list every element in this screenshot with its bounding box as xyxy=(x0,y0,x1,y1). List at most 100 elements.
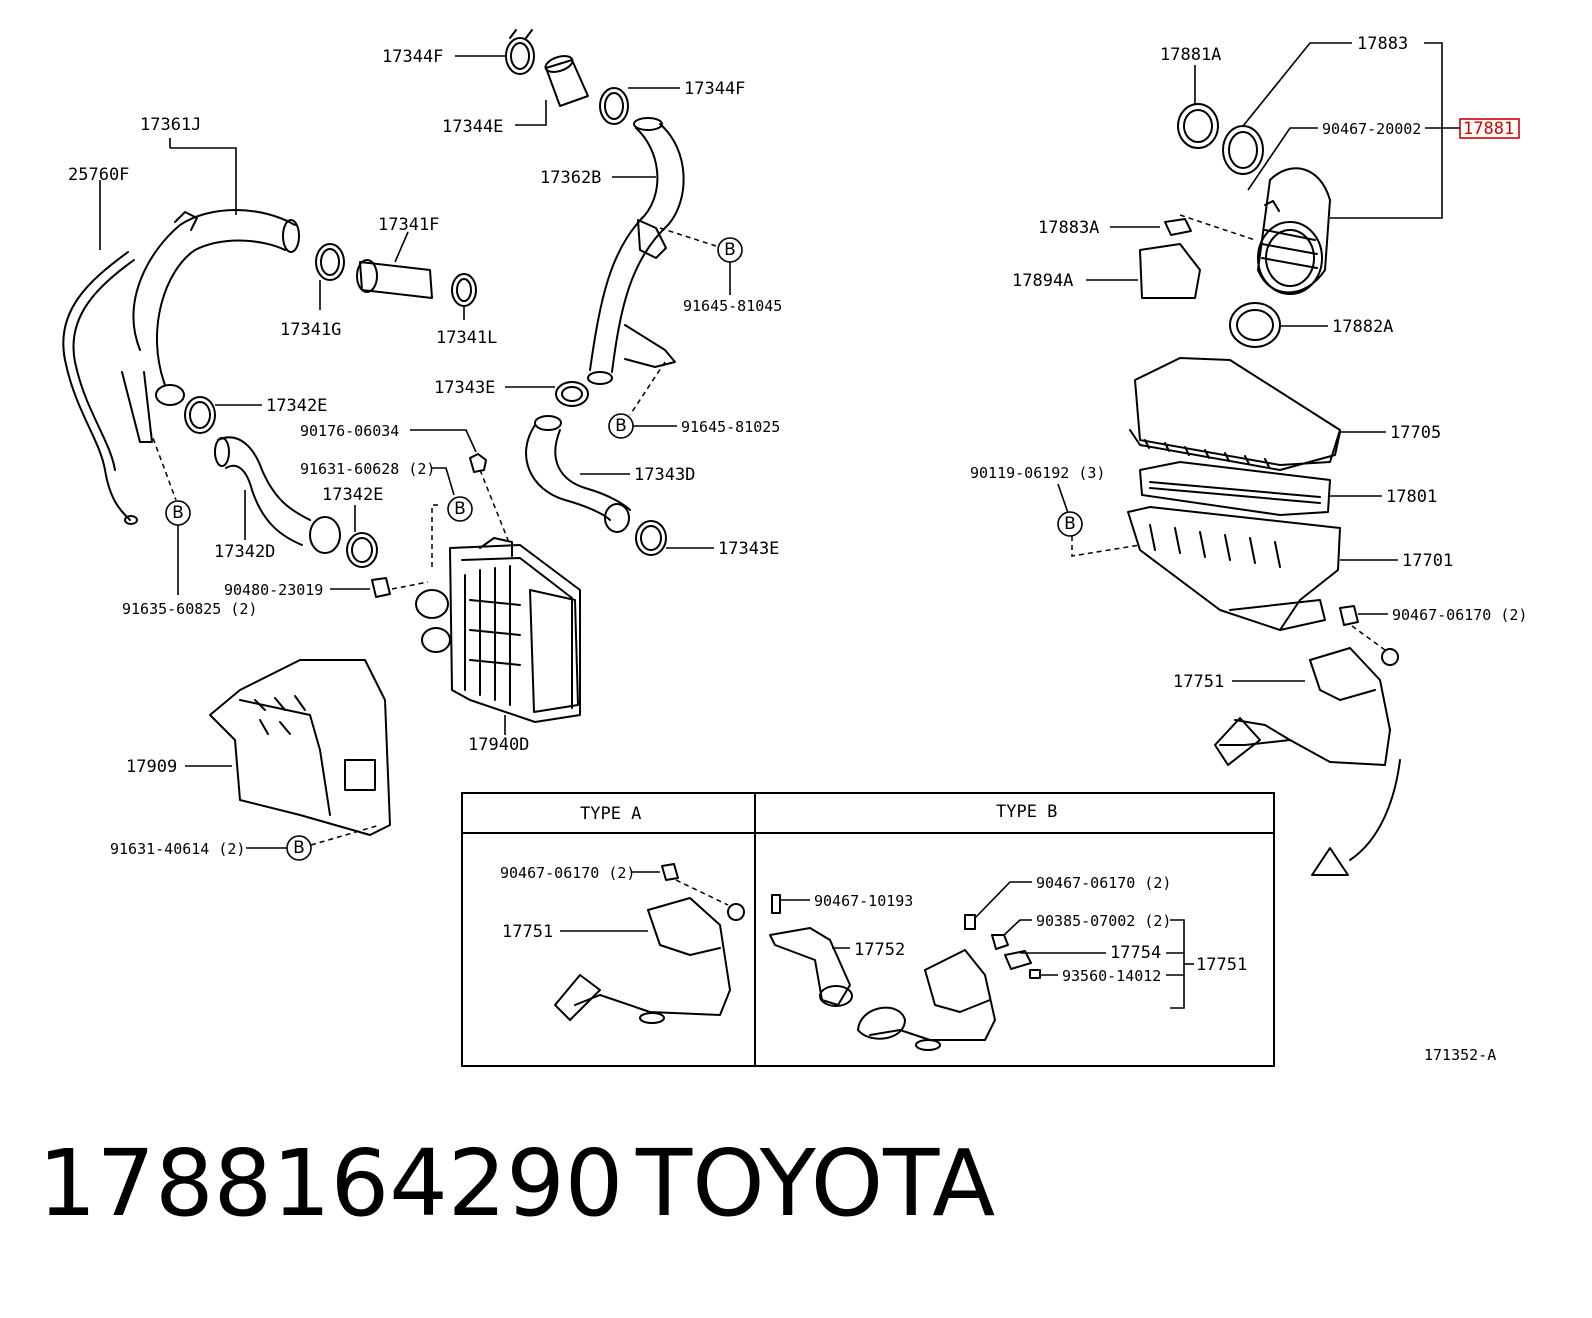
clamp-17341L xyxy=(451,273,477,307)
label-17909: 17909 xyxy=(126,757,177,777)
type-b-label-17752: 17752 xyxy=(854,940,905,960)
label-17344E: 17344E xyxy=(442,117,503,137)
highlight-box-17881 xyxy=(1459,118,1520,139)
type-a-label-90467-06170: 90467-06170 (2) xyxy=(500,864,635,882)
label-91631-60628: 91631-60628 (2) xyxy=(300,460,435,478)
label-90467-06170: 90467-06170 (2) xyxy=(1392,606,1527,624)
clamp-17883A xyxy=(1164,218,1192,236)
air-duct-17909 xyxy=(209,659,391,836)
ref-marker-b-3: B xyxy=(454,499,466,519)
label-17801: 17801 xyxy=(1386,487,1437,507)
label-91635-60825: 91635-60825 (2) xyxy=(122,600,257,618)
clamp-17342E-upper xyxy=(184,396,216,434)
label-17883: 17883 xyxy=(1357,34,1408,54)
air-filter-17801 xyxy=(1139,461,1331,516)
label-17881: 17881 xyxy=(1463,119,1514,139)
label-17341L: 17341L xyxy=(436,328,497,348)
air-cleaner-case-17701 xyxy=(1127,506,1341,631)
label-17940D: 17940D xyxy=(468,735,529,755)
type-b-screw xyxy=(771,894,781,914)
footer-brand-name: TOYOTA xyxy=(636,1130,996,1237)
label-17344F-b: 17344F xyxy=(684,79,745,99)
arrow-to-type-box xyxy=(1349,759,1401,861)
ref-marker-b-1: B xyxy=(724,240,736,260)
ref-marker-b-2: B xyxy=(615,416,627,436)
label-17701: 17701 xyxy=(1402,551,1453,571)
label-90467-20002: 90467-20002 xyxy=(1322,120,1421,138)
label-25760F: 25760F xyxy=(68,165,129,185)
ref-marker-b-6: B xyxy=(1064,514,1076,534)
type-b-bolt xyxy=(964,914,976,930)
label-17342E-b: 17342E xyxy=(322,485,383,505)
clamp-17882A xyxy=(1229,302,1281,348)
exploded-parts-diagram: 17344F 17344E 17344F 17361J 25760F xyxy=(62,29,1527,1067)
air-cleaner-cap-17705 xyxy=(1129,357,1341,471)
type-b-label-17754: 17754 xyxy=(1110,943,1161,963)
label-17341G: 17341G xyxy=(280,320,341,340)
hose-17362B xyxy=(587,117,685,385)
label-17751: 17751 xyxy=(1173,672,1224,692)
label-17881A: 17881A xyxy=(1160,45,1221,65)
label-17343E-a: 17343E xyxy=(434,378,495,398)
label-17342E-a: 17342E xyxy=(266,396,327,416)
label-91645-81045: 91645-81045 xyxy=(683,297,782,315)
air-duct-17751 xyxy=(1214,647,1399,766)
pipe-17341F xyxy=(356,259,433,299)
type-b-header: TYPE B xyxy=(996,802,1057,822)
type-a-label-17751: 17751 xyxy=(502,922,553,942)
label-17343E-b: 17343E xyxy=(718,539,779,559)
label-91631-40614: 91631-40614 (2) xyxy=(110,840,245,858)
clamp-17342E-lower xyxy=(346,532,378,568)
type-b-nut xyxy=(991,934,1009,950)
fastener-90176-06034 xyxy=(469,453,487,473)
label-17361J: 17361J xyxy=(140,115,201,135)
label-90176-06034: 90176-06034 xyxy=(300,422,399,440)
ref-marker-b-4: B xyxy=(172,503,184,523)
label-17344F-a: 17344F xyxy=(382,47,443,67)
fastener-90480-23019 xyxy=(371,577,391,598)
footer-part-number: 1788164290 xyxy=(38,1130,624,1237)
type-b-label-90385-07002: 90385-07002 (2) xyxy=(1036,912,1171,930)
label-17342D: 17342D xyxy=(214,542,275,562)
label-17883A: 17883A xyxy=(1038,218,1099,238)
type-a-air-duct xyxy=(554,897,745,1024)
type-comparison-table xyxy=(461,792,1275,1067)
hose-17342D xyxy=(214,436,341,554)
clamp-17881A xyxy=(1177,103,1219,149)
clamp-17343E-lower xyxy=(635,520,667,556)
type-a-header: TYPE A xyxy=(580,804,641,824)
hose-25760F xyxy=(62,251,138,525)
label-17705: 17705 xyxy=(1390,423,1441,443)
hose-17344E xyxy=(544,55,589,107)
label-90480-23019: 90480-23019 xyxy=(224,581,323,599)
label-17343D: 17343D xyxy=(634,465,695,485)
label-90119-06192: 90119-06192 (3) xyxy=(970,464,1105,482)
type-b-label-90467-10193: 90467-10193 xyxy=(814,892,913,910)
clamp-17883 xyxy=(1222,125,1264,175)
bolt-90467-06170 xyxy=(1339,605,1359,626)
type-b-label-90467-06170: 90467-06170 (2) xyxy=(1036,874,1171,892)
diagram-ref-171352-A: 171352-A xyxy=(1424,1046,1496,1064)
label-17894A: 17894A xyxy=(1012,271,1073,291)
label-17362B: 17362B xyxy=(540,168,601,188)
type-b-clip xyxy=(1029,969,1041,979)
hose-17361J xyxy=(121,209,300,443)
type-b-bracket xyxy=(1004,950,1032,970)
type-b-part-17752 xyxy=(769,927,853,1007)
label-91645-81025: 91645-81025 xyxy=(681,418,780,436)
type-b-label-93560-14012: 93560-14012 xyxy=(1062,967,1161,985)
cap-17894A xyxy=(1139,243,1201,299)
clamp-17344F-right xyxy=(599,87,629,125)
label-17341F: 17341F xyxy=(378,215,439,235)
ref-marker-b-5: B xyxy=(293,838,305,858)
clamp-17344F-top xyxy=(505,29,535,75)
type-b-air-duct xyxy=(857,949,996,1051)
clamp-17341G xyxy=(315,243,345,281)
hose-17343D xyxy=(525,415,631,533)
clamp-17343E-upper xyxy=(555,381,589,407)
label-17882A: 17882A xyxy=(1332,317,1393,337)
intercooler-17940D xyxy=(415,537,581,723)
type-a-bolt xyxy=(661,863,679,881)
intake-hose-17881 xyxy=(1257,167,1331,295)
